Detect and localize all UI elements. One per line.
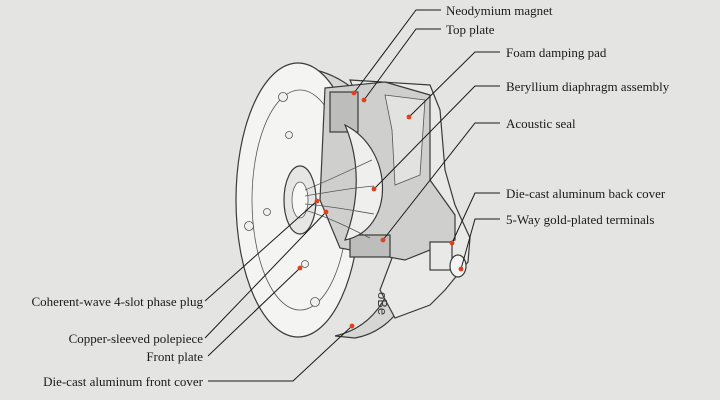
marker-dots: [297, 90, 464, 329]
terminals-assembly: [429, 241, 467, 278]
rim-engraving: oBe: [375, 292, 390, 315]
terminal-housing: [429, 241, 453, 271]
leader-front-plate: [207, 267, 301, 357]
phase-plug-slots: [304, 159, 375, 239]
foam-pad: [384, 94, 426, 186]
label-front-plate: Front plate: [146, 349, 203, 364]
marker-dot-foam-damping-pad: [406, 114, 412, 120]
leader-lines: [204, 9, 500, 382]
screw: [310, 297, 320, 307]
magnet-block-top: [329, 91, 359, 133]
marker-dot-front-cover: [349, 323, 355, 329]
callout-labels: Neodymium magnet Top plate Foam damping …: [32, 3, 670, 389]
label-front-cover: Die-cast aluminum front cover: [43, 374, 204, 389]
marker-dot-polepiece: [323, 209, 329, 215]
marker-dot-front-plate: [297, 265, 303, 271]
label-polepiece: Copper-sleeved polepiece: [69, 331, 204, 346]
slot-line: [304, 203, 375, 215]
marker-dot-back-cover: [449, 240, 455, 246]
label-back-cover: Die-cast aluminum back cover: [506, 186, 666, 201]
leader-beryllium-diaphragm: [373, 85, 500, 190]
slot-line: [304, 209, 371, 239]
leader-foam-damping-pad: [408, 51, 500, 118]
label-terminals: 5-Way gold-plated terminals: [506, 212, 654, 227]
screw: [244, 221, 254, 231]
label-phase-plug: Coherent-wave 4-slot phase plug: [32, 294, 204, 309]
leader-top-plate: [363, 28, 441, 101]
screw: [301, 260, 309, 268]
label-acoustic-seal: Acoustic seal: [506, 116, 576, 131]
label-top-plate: Top plate: [446, 22, 495, 37]
label-foam-damping-pad: Foam damping pad: [506, 45, 607, 60]
slot-line: [304, 185, 375, 197]
polepiece-face: [291, 181, 309, 219]
marker-dot-phase-plug: [314, 198, 320, 204]
leader-front-cover: [208, 325, 353, 382]
marker-dot-terminals: [458, 266, 464, 272]
slot-line: [304, 159, 373, 191]
leader-acoustic-seal: [382, 122, 500, 241]
marker-dot-neodymium-magnet: [351, 90, 357, 96]
leader-back-cover: [451, 192, 500, 244]
screw: [263, 208, 271, 216]
screw: [285, 131, 293, 139]
leader-phase-plug: [204, 200, 318, 302]
leader-polepiece: [204, 211, 327, 339]
marker-dot-acoustic-seal: [380, 237, 386, 243]
tweeter-illustration: oBe: [235, 62, 471, 339]
leader-terminals: [460, 218, 500, 270]
marker-dot-beryllium-diaphragm: [371, 186, 377, 192]
label-neodymium-magnet: Neodymium magnet: [446, 3, 553, 18]
leader-neodymium-magnet: [353, 9, 441, 94]
front-cover-screws: [244, 92, 320, 307]
magnet-block-bottom: [349, 234, 391, 258]
screw: [278, 92, 288, 102]
marker-dot-top-plate: [361, 97, 367, 103]
terminal-post: [449, 254, 467, 278]
diaphragm-dome: [343, 123, 384, 241]
label-beryllium-diaphragm: Beryllium diaphragm assembly: [506, 79, 670, 94]
